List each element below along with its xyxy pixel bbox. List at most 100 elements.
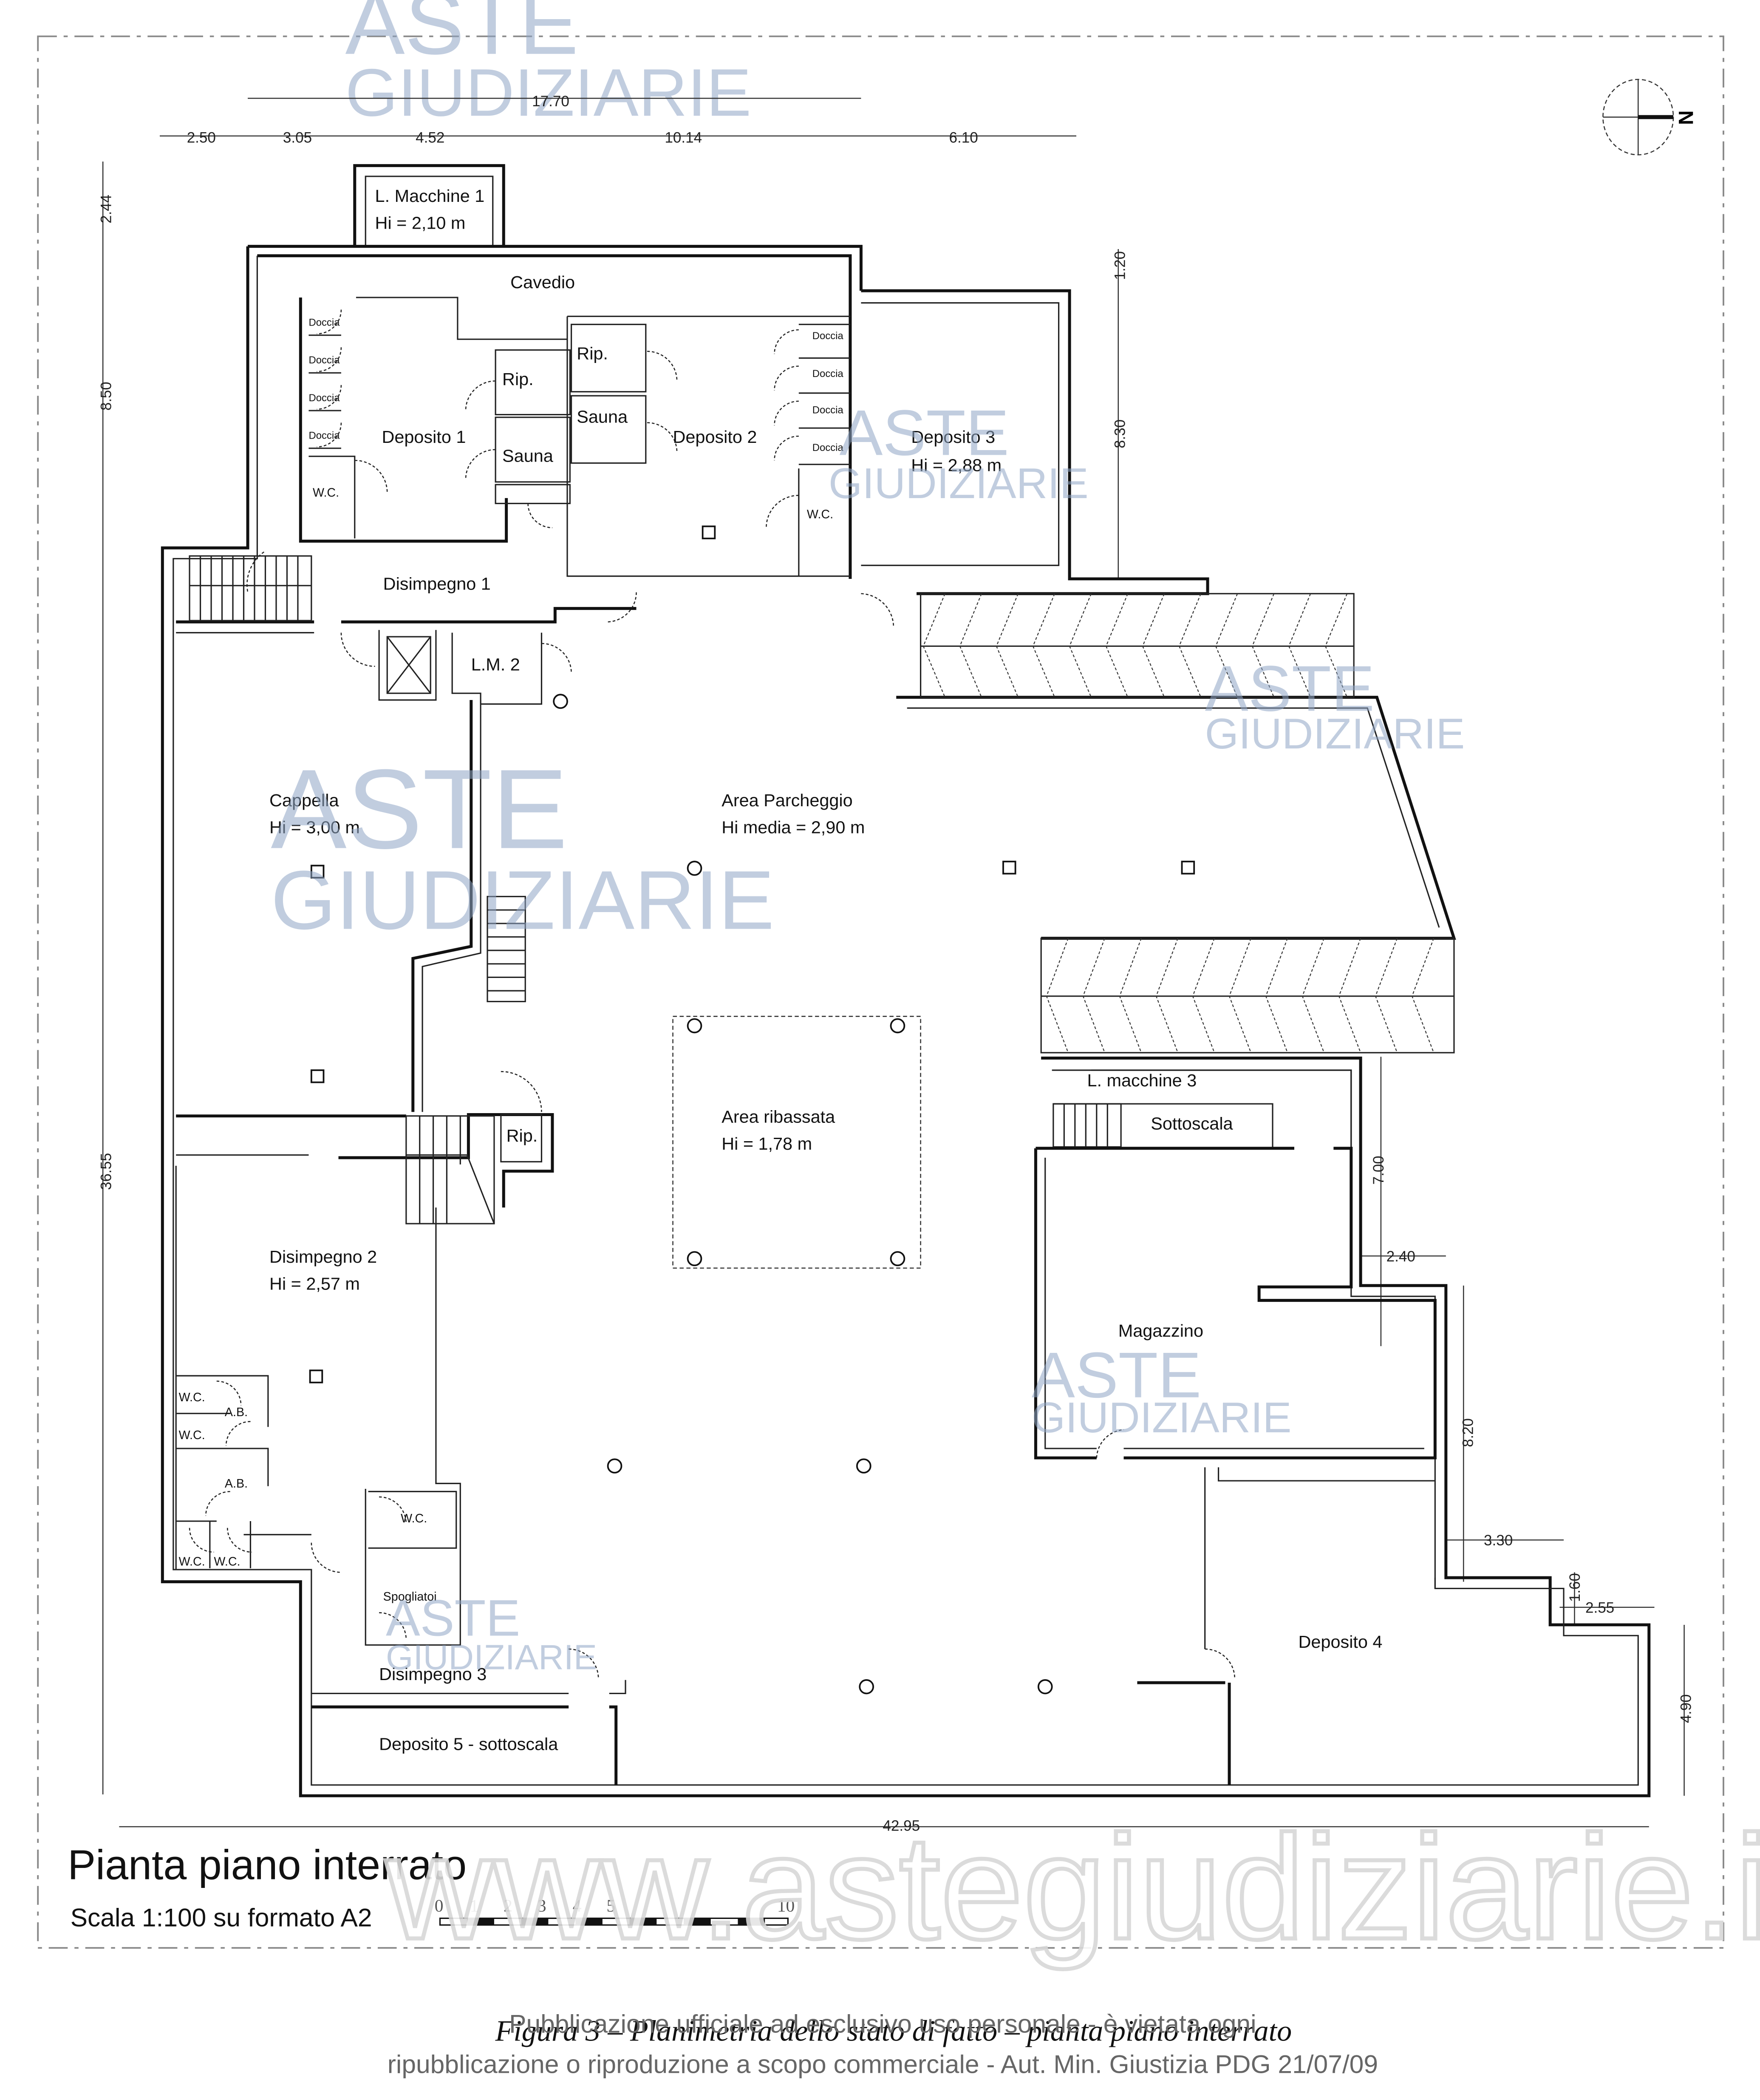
stairs-nw bbox=[189, 555, 312, 621]
room-spogliatoi: Spogliatoi bbox=[383, 1590, 437, 1604]
lift-shaft bbox=[386, 636, 431, 694]
svg-text:GIUDIZIARIE: GIUDIZIARIE bbox=[829, 459, 1089, 507]
scale-tick-label: 4 bbox=[573, 1896, 582, 1916]
svg-text:ASTE: ASTE bbox=[1205, 653, 1375, 725]
room-deposito-3: Deposito 3 bbox=[911, 427, 995, 447]
svg-text:ASTE: ASTE bbox=[386, 1590, 520, 1647]
svg-text:GIUDIZIARIE: GIUDIZIARIE bbox=[271, 853, 774, 947]
room-magazzino: Magazzino bbox=[1118, 1321, 1203, 1340]
room-ab: A.B. bbox=[225, 1406, 248, 1419]
room-sauna: Sauna bbox=[577, 407, 628, 427]
drawing-frame bbox=[37, 35, 1724, 1949]
svg-text:ASTE: ASTE bbox=[345, 0, 578, 73]
room-area-ribassata: Area ribassata bbox=[722, 1107, 835, 1127]
dimension-label: 1.60 bbox=[1567, 1573, 1583, 1602]
svg-text:GIUDIZIARIE: GIUDIZIARIE bbox=[1032, 1393, 1292, 1442]
room-area-parcheggio-height: Hi media = 2,90 m bbox=[722, 818, 865, 837]
room-deposito-2: Deposito 2 bbox=[673, 427, 757, 447]
dimension-label: 2.40 bbox=[1386, 1248, 1415, 1265]
title-block: Pianta piano interrato Scala 1:100 su fo… bbox=[68, 1842, 795, 1932]
legal-notice-line-2: ripubblicazione o riproduzione a scopo c… bbox=[388, 2050, 1378, 2079]
dimension-label: 7.00 bbox=[1370, 1156, 1387, 1185]
room-doccia: Doccia bbox=[308, 430, 340, 442]
svg-text:ASTE: ASTE bbox=[271, 745, 568, 872]
room-deposito-1: Deposito 1 bbox=[382, 427, 466, 447]
room-cappella: Cappella bbox=[269, 791, 339, 810]
room-rip: Rip. bbox=[506, 1126, 538, 1145]
dimension-label: 8.20 bbox=[1460, 1418, 1476, 1447]
room-lm-2: L.M. 2 bbox=[471, 655, 520, 674]
dimension-label: 4.90 bbox=[1678, 1694, 1694, 1723]
scale-bar: 0 1 2 3 4 5 10 bbox=[435, 1896, 795, 1926]
room-rip: Rip. bbox=[502, 369, 534, 389]
ramp-north bbox=[920, 593, 1355, 698]
doors bbox=[189, 309, 1236, 1679]
room-rip: Rip. bbox=[577, 344, 608, 363]
east-block bbox=[1034, 1069, 1437, 1785]
bottom-dimension: 42.95 bbox=[119, 1818, 1649, 1834]
scale-tick-label: 3 bbox=[538, 1896, 546, 1916]
watermark-logos: ASTE GIUDIZIARIE ASTE GIUDIZIARIE ASTE G… bbox=[271, 397, 1465, 1677]
room-deposito-4: Deposito 4 bbox=[1299, 1632, 1383, 1652]
north-block bbox=[176, 297, 850, 705]
svg-text:GIUDIZIARIE: GIUDIZIARIE bbox=[386, 1638, 597, 1677]
right-dimensions: 1.20 8.30 7.00 2.40 8.20 3.30 1.60 2.55 … bbox=[1112, 249, 1695, 1796]
svg-text:ASTE: ASTE bbox=[1032, 1339, 1201, 1411]
scale-tick-label: 0 bbox=[435, 1896, 444, 1916]
watermark-logo-top: ASTE GIUDIZIARIE bbox=[345, 0, 751, 130]
room-wc: W.C. bbox=[807, 507, 833, 521]
room-area-ribassata-height: Hi = 1,78 m bbox=[722, 1134, 812, 1153]
centre-block bbox=[411, 700, 921, 1269]
top-dimensions: 17.70 2.50 3.05 4.52 10.14 6.10 bbox=[159, 93, 1076, 146]
room-disimpegno-1: Disimpegno 1 bbox=[383, 574, 491, 593]
room-wc: W.C. bbox=[313, 486, 339, 500]
room-disimpegno-2: Disimpegno 2 bbox=[269, 1247, 377, 1267]
north-label: N bbox=[1674, 111, 1697, 125]
room-wc: W.C. bbox=[401, 1512, 427, 1525]
watermark-url: www.astegiudiziarie.it bbox=[384, 1805, 1760, 1971]
room-doccia: Doccia bbox=[812, 330, 844, 342]
dimension-label: 36.55 bbox=[98, 1153, 114, 1190]
dimension-label: 3.05 bbox=[283, 130, 312, 146]
dimension-label: 6.10 bbox=[949, 130, 978, 146]
svg-text:GIUDIZIARIE: GIUDIZIARIE bbox=[345, 55, 751, 130]
room-wc: W.C. bbox=[214, 1555, 240, 1569]
area-ribassata-outline bbox=[672, 1016, 921, 1269]
dimension-label: 2.44 bbox=[98, 195, 114, 224]
room-disimpegno-2-height: Hi = 2,57 m bbox=[269, 1274, 360, 1293]
scale-tick-label: 1 bbox=[470, 1896, 479, 1916]
dimension-label: 10.14 bbox=[665, 130, 702, 146]
room-doccia: Doccia bbox=[308, 354, 340, 366]
room-cavedio: Cavedio bbox=[510, 272, 575, 292]
dimension-label: 2.55 bbox=[1585, 1600, 1614, 1616]
svg-text:ASTE: ASTE bbox=[839, 397, 1009, 469]
room-l-macchine-3: L. macchine 3 bbox=[1087, 1071, 1197, 1090]
dimension-label: 8.30 bbox=[1112, 419, 1129, 448]
room-wc: W.C. bbox=[179, 1555, 205, 1569]
ramp-south bbox=[1040, 938, 1455, 1054]
room-sauna: Sauna bbox=[502, 446, 553, 465]
dimension-label: 1.20 bbox=[1112, 251, 1129, 280]
room-wc: W.C. bbox=[179, 1391, 205, 1404]
room-labels: L. Macchine 1 Hi = 2,10 m Cavedio Doccia… bbox=[179, 186, 1383, 1754]
room-l-macchine-1: L. Macchine 1 bbox=[375, 186, 485, 206]
room-sottoscala: Sottoscala bbox=[1151, 1114, 1233, 1133]
room-wc: W.C. bbox=[179, 1428, 205, 1442]
room-doccia: Doccia bbox=[812, 404, 844, 416]
svg-text:GIUDIZIARIE: GIUDIZIARIE bbox=[1205, 709, 1465, 758]
scale-tick-label: 10 bbox=[777, 1896, 795, 1916]
scale-tick-label: 2 bbox=[504, 1896, 512, 1916]
scale-tick-label: 5 bbox=[606, 1896, 615, 1916]
dimension-label: 2.50 bbox=[187, 130, 216, 146]
room-disimpegno-3: Disimpegno 3 bbox=[379, 1664, 487, 1684]
dimension-label: 8.50 bbox=[98, 382, 114, 411]
dimension-label: 4.52 bbox=[416, 130, 444, 146]
dimension-top-total: 17.70 bbox=[532, 93, 569, 110]
left-dimensions: 2.44 8.50 36.55 bbox=[98, 162, 114, 1795]
room-deposito-5: Deposito 5 - sottoscala bbox=[379, 1734, 558, 1754]
room-cappella-height: Hi = 3,00 m bbox=[269, 818, 360, 837]
room-doccia: Doccia bbox=[812, 368, 844, 380]
dimension-label: 3.30 bbox=[1484, 1532, 1513, 1549]
